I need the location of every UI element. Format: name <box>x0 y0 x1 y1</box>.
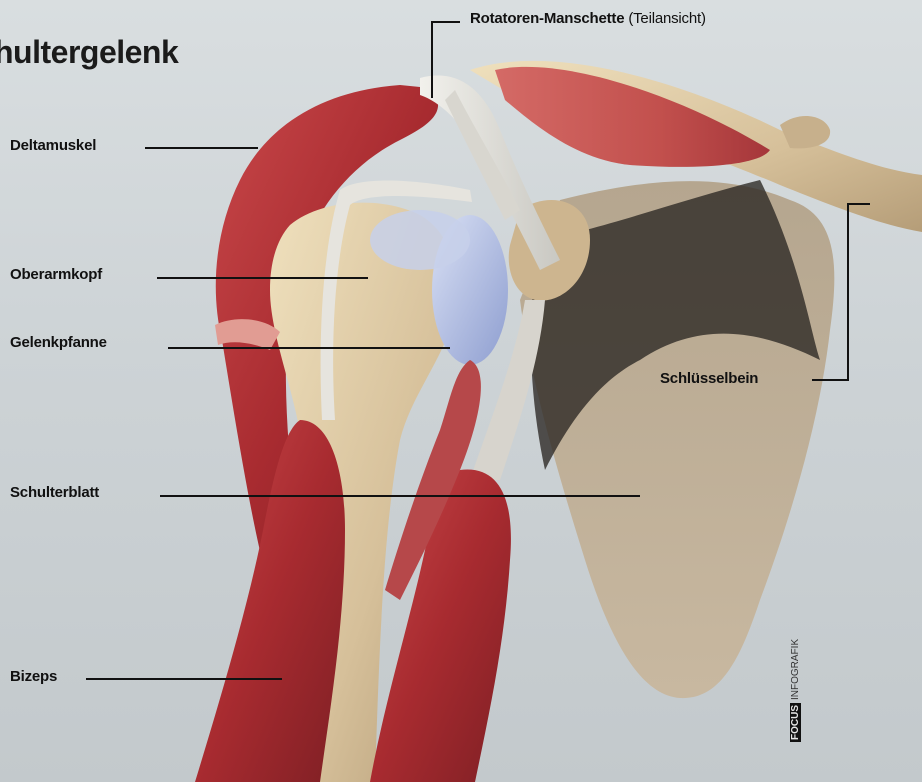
page-title: hultergelenk <box>0 34 178 71</box>
label-schluesselbein: Schlüsselbein <box>660 370 758 387</box>
label-oberarmkopf: Oberarmkopf <box>10 266 102 283</box>
credit-text: INFOGRAFIK <box>790 639 801 700</box>
infographic-credit: FOCUS INFOGRAFIK <box>790 639 801 742</box>
label-schulterblatt: Schulterblatt <box>10 484 99 501</box>
label-bizeps: Bizeps <box>10 668 57 685</box>
humeral-cartilage <box>370 210 470 270</box>
label-deltamuskel: Deltamuskel <box>10 137 96 154</box>
biceps-muscle-short-head <box>370 470 511 782</box>
label-gelenkpfanne: Gelenkpfanne <box>10 334 107 351</box>
label-rotatorenmanschette: Rotatoren-Manschette (Teilansicht) <box>470 10 706 27</box>
label-rotatorenmanschette-text: Rotatoren-Manschette <box>470 10 624 27</box>
credit-brand: FOCUS <box>790 703 801 742</box>
label-rotatorenmanschette-note: (Teilansicht) <box>628 10 705 27</box>
